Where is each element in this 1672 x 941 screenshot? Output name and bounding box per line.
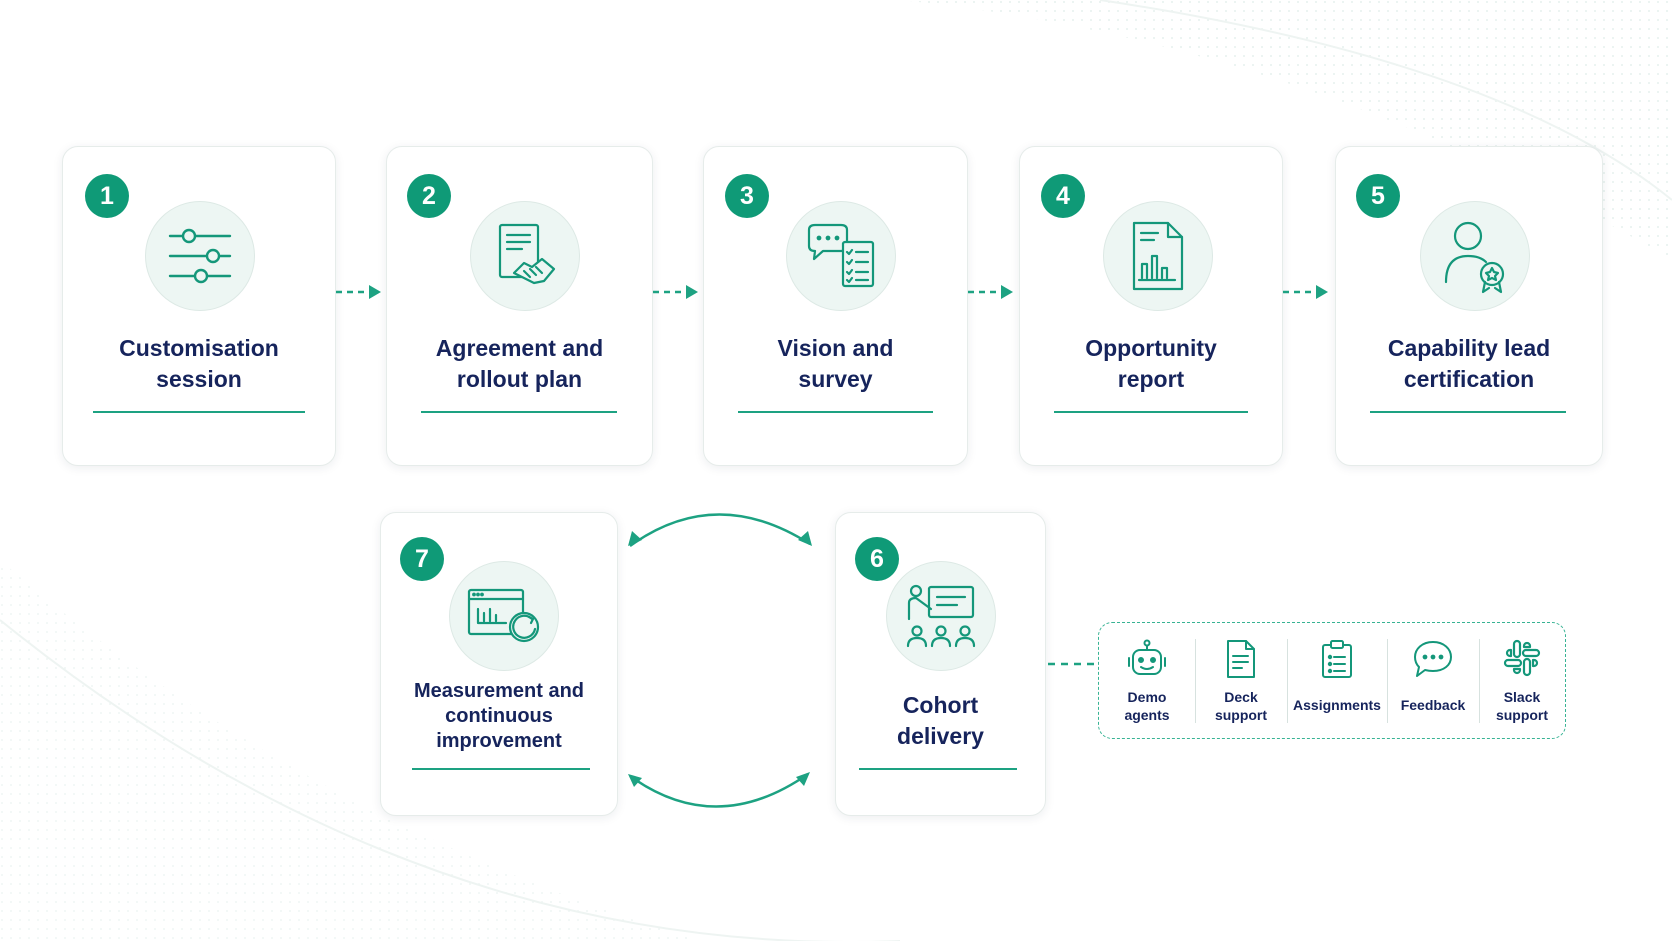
tool-feedback: Feedback (1387, 623, 1479, 738)
tool-separator (1479, 639, 1480, 723)
flow-arrow-3-4 (968, 285, 1013, 299)
speech-bubble-icon (1414, 641, 1452, 677)
presenter-audience-icon (886, 561, 996, 671)
tools-connector (1048, 662, 1096, 666)
report-chart-icon (1103, 201, 1213, 311)
tool-separator (1287, 639, 1288, 723)
step-number-badge: 2 (407, 174, 451, 218)
step-underline (412, 768, 590, 770)
step-underline (1054, 411, 1248, 413)
cycle-arrows (628, 513, 812, 808)
clipboard-icon (1322, 640, 1352, 678)
tool-separator (1195, 639, 1196, 723)
chat-checklist-icon (786, 201, 896, 311)
step-underline (421, 411, 617, 413)
step-underline (93, 411, 305, 413)
step-number-badge: 4 (1041, 174, 1085, 218)
flow-arrow-4-5 (1283, 285, 1328, 299)
step-number-badge: 3 (725, 174, 769, 218)
person-badge-icon (1420, 201, 1530, 311)
tool-separator (1387, 639, 1388, 723)
step-underline (1370, 411, 1566, 413)
step-number-badge: 5 (1356, 174, 1400, 218)
step-underline (738, 411, 933, 413)
robot-icon (1128, 639, 1166, 675)
slack-icon (1503, 639, 1541, 677)
flow-arrow-1-2 (336, 285, 381, 299)
document-icon (1227, 640, 1255, 678)
flow-arrow-2-3 (653, 285, 698, 299)
step-number-badge: 1 (85, 174, 129, 218)
step-number-badge: 7 (400, 537, 444, 581)
dashboard-refresh-icon (449, 561, 559, 671)
step-number-badge: 6 (855, 537, 899, 581)
step-underline (859, 768, 1017, 770)
sliders-icon (145, 201, 255, 311)
tool-assignments: Assignments (1287, 623, 1387, 738)
handshake-document-icon (470, 201, 580, 311)
